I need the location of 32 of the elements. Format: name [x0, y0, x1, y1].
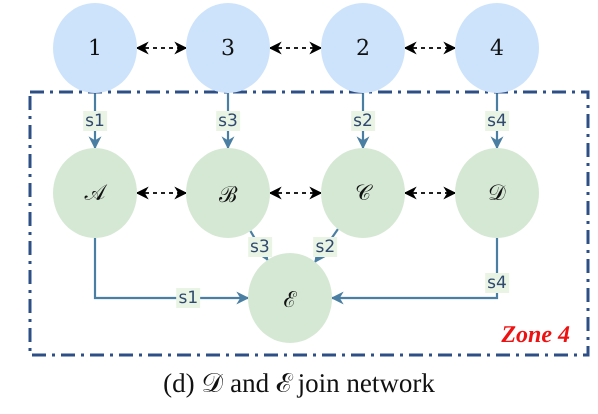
edge-label: s4: [485, 273, 509, 293]
edge-label: s3: [248, 236, 272, 257]
node-label: 3: [221, 36, 235, 60]
arrow: [88, 93, 102, 150]
node-label: 4: [490, 36, 504, 60]
caption: (d) 𝒟 and ℰ join network: [162, 368, 436, 399]
arrow: [94, 238, 250, 304]
arrow: [490, 93, 504, 150]
node-label: ℬ: [219, 182, 237, 208]
arrow: [330, 238, 498, 304]
node-label: ℰ: [284, 287, 296, 313]
dashed-arrow: [268, 42, 322, 54]
edge-label: s1: [83, 110, 107, 130]
arrow: [314, 228, 339, 263]
edge-label: s2: [351, 110, 375, 130]
node-label: 𝒜: [84, 180, 106, 206]
arrow: [356, 93, 370, 150]
dashed-arrow: [404, 186, 456, 200]
edge-label: s1: [176, 288, 200, 308]
node-label: 𝒞: [355, 180, 371, 206]
dashed-arrow: [268, 186, 322, 200]
node-label: 𝒟: [488, 180, 506, 206]
arrow: [222, 93, 234, 150]
node-label: 1: [88, 36, 102, 60]
edge-label: s3: [216, 110, 240, 130]
edge-label: s2: [314, 237, 338, 258]
zone-label: Zone 4: [501, 322, 570, 349]
dashed-arrow: [404, 42, 456, 54]
node-label: 2: [356, 36, 370, 60]
dashed-arrow: [136, 42, 188, 54]
dashed-arrow: [136, 186, 188, 200]
edge-label: s4: [485, 110, 509, 130]
